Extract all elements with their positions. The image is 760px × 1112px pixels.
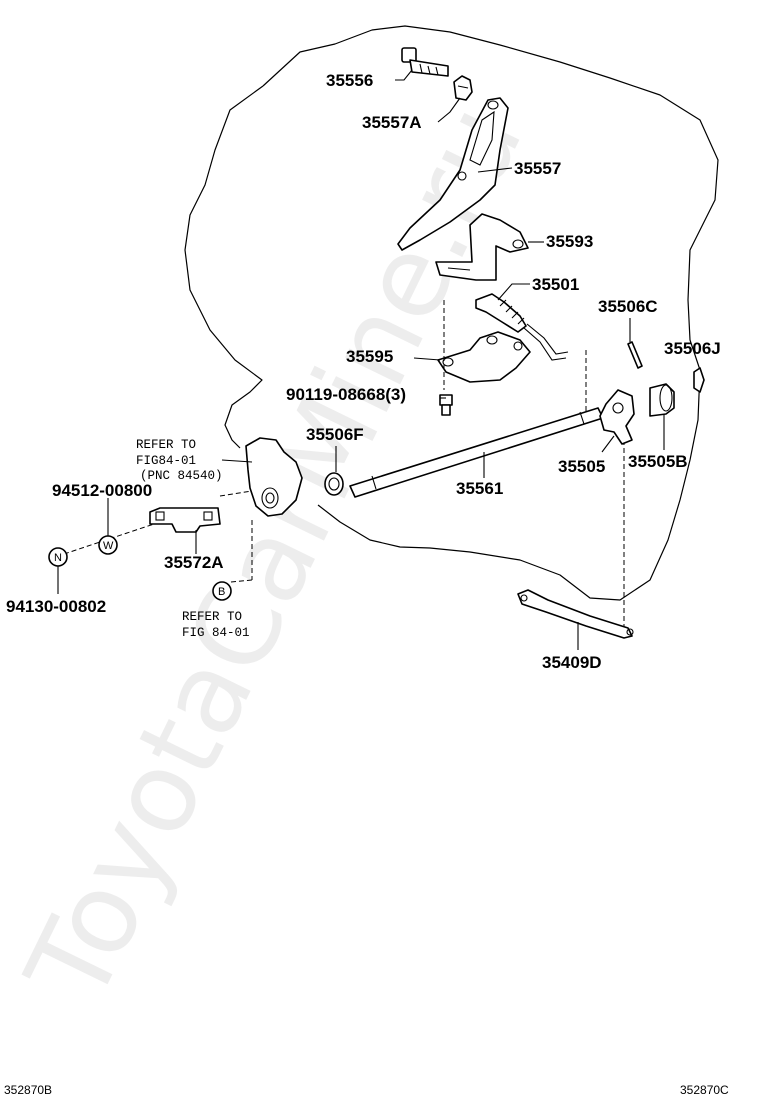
bracket-35572a bbox=[149, 507, 221, 533]
symbol-circle-w: W bbox=[98, 535, 118, 555]
leader-circle-b bbox=[230, 579, 253, 583]
corner-code-right: 352870C bbox=[680, 1083, 729, 1097]
refer-top-line3: (PNC 84540) bbox=[140, 469, 223, 483]
label-35506j: 35506J bbox=[664, 339, 721, 358]
rod-35501 bbox=[475, 293, 569, 361]
label-35505: 35505 bbox=[558, 457, 605, 476]
bolt-90119 bbox=[439, 394, 453, 416]
pin-35506c bbox=[627, 341, 643, 369]
bushing-35505b bbox=[649, 383, 675, 417]
refer-bottom-line1: REFER TO bbox=[182, 610, 242, 624]
label-90119: 90119-08668(3) bbox=[286, 385, 406, 404]
svg-text:B: B bbox=[218, 586, 225, 598]
leader-35505 bbox=[601, 435, 615, 453]
label-35505b: 35505B bbox=[628, 452, 688, 471]
leader-35557 bbox=[477, 167, 513, 173]
transmission-case-outline-left bbox=[184, 85, 264, 449]
label-35556: 35556 bbox=[326, 71, 373, 90]
label-35561: 35561 bbox=[456, 479, 503, 498]
bracket-35595 bbox=[437, 331, 531, 383]
bracket-35557 bbox=[397, 97, 509, 251]
label-35557a: 35557A bbox=[362, 113, 422, 132]
symbol-circle-n: N bbox=[48, 547, 68, 567]
neutral-start-switch bbox=[245, 437, 303, 517]
watermark: ToyotaCarMine.ru bbox=[2, 85, 548, 1022]
lever-35505 bbox=[599, 389, 635, 445]
leader-35556 bbox=[395, 69, 413, 81]
label-94130: 94130-00802 bbox=[6, 597, 106, 616]
label-35409d: 35409D bbox=[542, 653, 602, 672]
refer-top-line1: REFER TO bbox=[136, 438, 196, 452]
label-35506c: 35506C bbox=[598, 297, 658, 316]
label-35501: 35501 bbox=[532, 275, 579, 294]
leader-35557a bbox=[437, 97, 461, 123]
label-35557: 35557 bbox=[514, 159, 561, 178]
label-35595: 35595 bbox=[346, 347, 393, 366]
rod-35409d bbox=[517, 589, 634, 639]
label-35593: 35593 bbox=[546, 232, 593, 251]
leader-refer-top bbox=[221, 459, 253, 463]
clip-35557a bbox=[453, 75, 473, 101]
bolt-35556 bbox=[401, 47, 449, 77]
label-35506f: 35506F bbox=[306, 425, 364, 444]
svg-text:W: W bbox=[103, 540, 114, 552]
refer-bottom-line2: FIG 84-01 bbox=[182, 626, 250, 640]
bracket-35593 bbox=[435, 213, 529, 281]
corner-code-left: 352870B bbox=[4, 1083, 52, 1097]
label-94512: 94512-00800 bbox=[52, 481, 152, 500]
svg-text:N: N bbox=[54, 552, 62, 564]
transmission-case-outline bbox=[262, 25, 719, 601]
leader-35595 bbox=[413, 357, 441, 361]
label-35572a: 35572A bbox=[164, 553, 224, 572]
refer-top-line2: FIG84-01 bbox=[136, 454, 196, 468]
symbol-circle-b: B bbox=[212, 581, 232, 601]
seal-35506f bbox=[324, 472, 344, 496]
clip-35506j bbox=[693, 367, 705, 393]
leader-35501 bbox=[497, 283, 530, 301]
